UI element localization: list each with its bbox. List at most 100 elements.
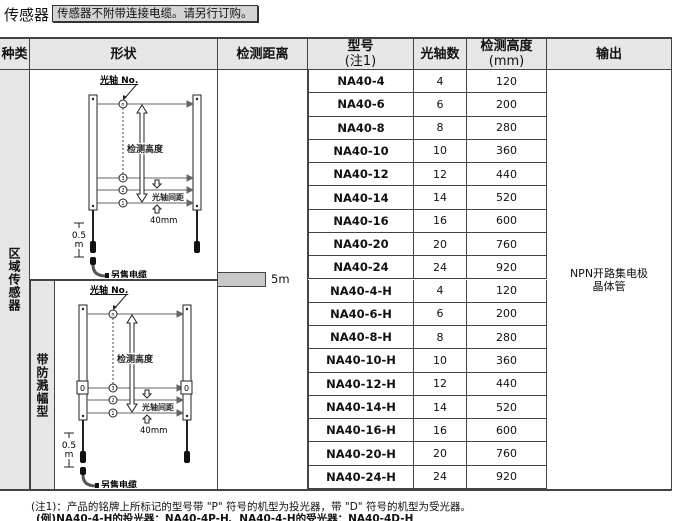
height-cell: 280 xyxy=(467,116,547,140)
cable-length-2: m xyxy=(75,240,84,250)
header-output: 输出 xyxy=(547,37,672,70)
type-cell: 区域传感器 xyxy=(0,70,30,490)
window-icon: 0 xyxy=(76,380,89,395)
height-cell: 120 xyxy=(467,70,547,94)
header-height: 检测高度(mm) xyxy=(467,37,547,70)
model-cell: NA40-14 xyxy=(308,186,414,210)
height-cell: 760 xyxy=(467,442,547,466)
model-cell: NA40-16-H xyxy=(308,419,414,443)
detect-height-label: 检测高度 xyxy=(117,353,154,365)
model-cell: NA40-16 xyxy=(308,209,414,233)
svg-text:3: 3 xyxy=(121,176,124,182)
model-cell: NA40-24-H xyxy=(308,465,414,489)
cable-label: 另售电缆 xyxy=(101,479,137,488)
model-cell: NA40-20 xyxy=(308,232,414,257)
axis-no-label: 光轴 No. xyxy=(89,284,128,296)
axes-cell: 24 xyxy=(414,256,467,280)
svg-text:3: 3 xyxy=(111,386,114,392)
height-cell: 920 xyxy=(467,465,547,489)
height-cell: 520 xyxy=(467,186,547,210)
left-sensor-bar xyxy=(88,94,98,211)
axis-no-label: 光轴 No. xyxy=(99,74,138,86)
svg-text:0: 0 xyxy=(80,384,85,393)
axes-cell: 6 xyxy=(414,93,467,117)
header-model: 型号(注1) xyxy=(308,37,414,70)
output-line2: 晶体管 xyxy=(592,279,626,293)
cable-length-1: 0.5 xyxy=(62,441,76,451)
svg-text:1: 1 xyxy=(111,411,114,417)
model-cell: NA40-10 xyxy=(308,139,414,164)
detect-height-label: 检测高度 xyxy=(127,143,164,155)
model-cell: NA40-4-H xyxy=(308,279,414,303)
axis-pitch-label: 光轴间距 xyxy=(151,192,184,202)
model-cell: NA40-20-H xyxy=(308,442,414,466)
axes-cell: 12 xyxy=(414,163,467,187)
model-cell: NA40-6 xyxy=(308,93,414,117)
header-model-line2: (注1) xyxy=(344,54,377,69)
axes-cell: 10 xyxy=(414,139,467,164)
cable-length-1: 0.5 xyxy=(72,231,86,241)
type-label: 区域传感器 xyxy=(7,247,21,312)
header-axes: 光轴数 xyxy=(414,37,467,70)
window-icon: 0 xyxy=(180,380,193,395)
header-shape: 形状 xyxy=(30,37,218,70)
model-cell: NA40-6-H xyxy=(308,302,414,327)
height-cell: 360 xyxy=(467,349,547,373)
axes-cell: 4 xyxy=(414,279,467,303)
axes-cell: 12 xyxy=(414,372,467,396)
footnote-line2: (例)NA40-4-H的投光器：NA40-4P-H、NA40-4-H的受光器：N… xyxy=(36,513,414,521)
subtype-label: 带防溅幅型 xyxy=(35,352,49,418)
pitch-value: 40mm xyxy=(140,426,167,436)
footnote-line1: (注1)：产品的铭牌上所标记的型号带 "P" 符号的机型为投光器，带 "D" 符… xyxy=(31,501,471,513)
axes-cell: 4 xyxy=(414,70,467,94)
height-cell: 520 xyxy=(467,395,547,420)
height-cell: 360 xyxy=(467,139,547,164)
height-cell: 600 xyxy=(467,419,547,443)
right-cable xyxy=(184,420,190,463)
cable-length-dim xyxy=(64,432,74,468)
height-cell: 280 xyxy=(467,326,547,350)
svg-text:0: 0 xyxy=(184,384,189,393)
height-cell: 200 xyxy=(467,93,547,117)
svg-text:2: 2 xyxy=(121,188,124,194)
axes-cell: 8 xyxy=(414,116,467,140)
height-cell: 120 xyxy=(467,279,547,303)
axes-cell: 24 xyxy=(414,465,467,489)
height-cell: 600 xyxy=(467,209,547,233)
axes-cell: 20 xyxy=(414,442,467,466)
axis-circles xyxy=(108,309,118,418)
subtype-cell: 带防溅幅型 xyxy=(30,280,55,490)
pitch-value: 40mm xyxy=(150,216,177,226)
header-distance: 检测距离 xyxy=(218,37,308,70)
table-bottom-rule xyxy=(0,489,672,491)
axes-cell: 6 xyxy=(414,302,467,327)
header-type: 种类 xyxy=(0,37,30,70)
distance-bar xyxy=(218,272,266,287)
pitch-arrow-icon xyxy=(151,179,163,214)
output-cell: NPN开路集电极晶体管 xyxy=(547,70,672,490)
axes-cell: 14 xyxy=(414,186,467,210)
model-cell: NA40-24 xyxy=(308,256,414,280)
distance-value: 5m xyxy=(271,272,290,286)
model-cell: NA40-12-H xyxy=(308,372,414,396)
height-cell: 760 xyxy=(467,232,547,257)
axes-cell: 20 xyxy=(414,232,467,257)
model-cell: NA40-4 xyxy=(308,70,414,94)
height-arrow-icon xyxy=(126,314,138,413)
height-arrow-icon xyxy=(136,104,148,203)
notice-box: 传感器不附带连接电缆。请另行订购。 xyxy=(52,5,258,22)
model-cell: NA40-14-H xyxy=(308,395,414,420)
axes-cell: 10 xyxy=(414,349,467,373)
axes-cell: 16 xyxy=(414,209,467,233)
header-height-line2: (mm) xyxy=(488,54,525,69)
height-cell: 440 xyxy=(467,163,547,187)
svg-text:n: n xyxy=(111,312,114,318)
pitch-arrow-icon xyxy=(141,389,153,424)
model-cell: NA40-8-H xyxy=(308,326,414,350)
model-cell: NA40-12 xyxy=(308,163,414,187)
svg-text:n: n xyxy=(121,102,124,108)
svg-text:2: 2 xyxy=(111,398,114,404)
height-cell: 440 xyxy=(467,372,547,396)
